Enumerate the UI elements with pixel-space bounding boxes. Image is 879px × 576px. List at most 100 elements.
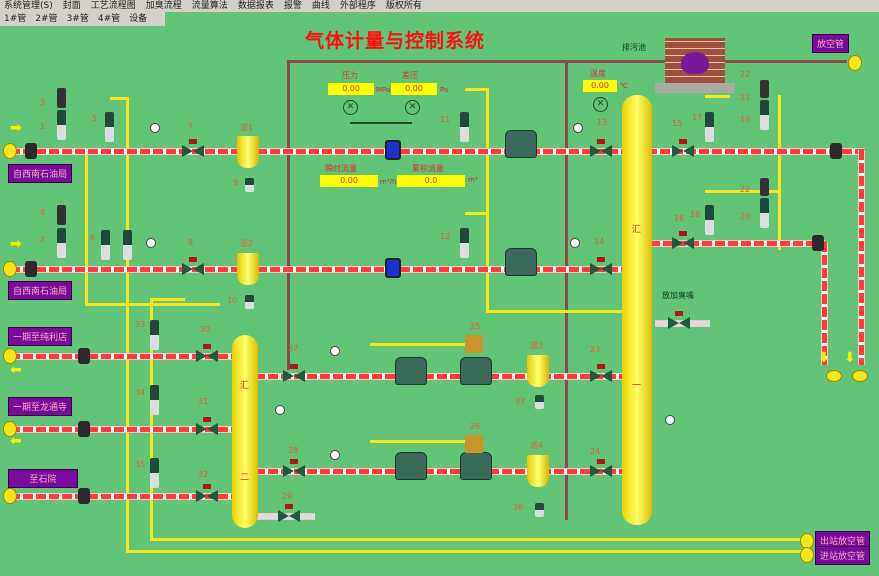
valve-19[interactable] <box>760 100 769 130</box>
valve-29[interactable] <box>278 504 300 522</box>
valve-24[interactable] <box>590 459 612 477</box>
flowmeter-1[interactable] <box>385 140 401 160</box>
filter-3-label: 滤3 <box>530 341 544 350</box>
header-2-label: 汇 <box>240 381 250 391</box>
valve-15[interactable] <box>672 139 694 157</box>
valve-32[interactable] <box>196 484 218 502</box>
menu-process[interactable]: 工艺流程图 <box>90 1 136 11</box>
valve-35[interactable] <box>150 458 159 488</box>
menu-copyright[interactable]: 版权所有 <box>385 1 422 11</box>
tab-pipe-2[interactable]: 2#管 <box>35 14 58 24</box>
label-outlet-3: 至石院 <box>8 469 78 488</box>
label-inlet-1: 自西南石油局 <box>8 164 73 183</box>
valve-34[interactable] <box>150 385 159 415</box>
valve-16[interactable] <box>672 231 694 249</box>
menu-flow-algo[interactable]: 流量算法 <box>191 1 228 11</box>
filter-2[interactable] <box>237 253 259 285</box>
inst-flow-label: 瞬时流量 <box>325 164 357 173</box>
sewage-pit[interactable] <box>665 38 725 83</box>
valve-3[interactable] <box>57 88 66 108</box>
regulator-2[interactable] <box>505 248 537 276</box>
flow-in-arrow-icon: ➡ <box>10 120 22 136</box>
cum-flow-value: 0.0 <box>397 175 465 187</box>
filter-4[interactable] <box>527 455 549 487</box>
valve-6[interactable] <box>101 230 110 260</box>
valve-31[interactable] <box>196 417 218 435</box>
vent-end-icon <box>848 55 862 71</box>
label-outlet-1: 一期至纯利店 <box>8 327 73 346</box>
valve-8[interactable] <box>182 257 204 275</box>
menu-report[interactable]: 数据报表 <box>237 1 274 11</box>
regulator-3b[interactable] <box>460 357 492 385</box>
gauge-line <box>350 122 412 124</box>
valve-33[interactable] <box>150 320 159 350</box>
menu-cover[interactable]: 封面 <box>62 1 81 11</box>
valve-11[interactable] <box>460 112 469 142</box>
menu-external[interactable]: 外部程序 <box>339 1 376 11</box>
valve-27[interactable] <box>283 364 305 382</box>
valve-30[interactable] <box>196 344 218 362</box>
label-inlet-vent: 进站放空管 <box>815 546 871 565</box>
tab-equipment[interactable]: 设备 <box>129 14 148 24</box>
valve-number: 6 <box>90 233 96 242</box>
valve-37[interactable] <box>535 395 544 409</box>
pressure-gauge-icon <box>330 450 340 460</box>
signal-line <box>465 212 487 215</box>
menu-curve[interactable]: 曲线 <box>311 1 330 11</box>
valve-18[interactable] <box>705 205 714 235</box>
diff-pressure-label: 差压 <box>402 71 418 80</box>
valve-13[interactable] <box>590 139 612 157</box>
label-vent: 放空管 <box>812 34 850 53</box>
signal-line <box>150 298 153 540</box>
tab-pipe-1[interactable]: 1#管 <box>4 14 27 24</box>
valve-28[interactable] <box>283 459 305 477</box>
tab-pipe-4[interactable]: 4#管 <box>97 14 121 24</box>
valve-36[interactable] <box>535 503 544 517</box>
signal-line <box>705 190 780 193</box>
inst-flow-unit: m³/h <box>380 178 397 186</box>
inst-flow-value: 0.00 <box>320 175 378 187</box>
cum-flow-unit: m³ <box>468 176 478 184</box>
odor-valve[interactable] <box>668 311 690 329</box>
header-vessel-2[interactable] <box>232 335 258 528</box>
valve-9[interactable] <box>245 178 254 192</box>
regulator-1[interactable] <box>505 130 537 158</box>
valve-1[interactable] <box>57 110 66 140</box>
valve-12[interactable] <box>460 228 469 258</box>
menu-odor[interactable]: 加臭流程 <box>145 1 182 11</box>
valve-20[interactable] <box>760 198 769 228</box>
menu-system[interactable]: 系统管理(S) <box>4 1 53 11</box>
valve-7[interactable] <box>182 139 204 157</box>
valve-2[interactable] <box>57 228 66 258</box>
flowmeter-2[interactable] <box>385 258 401 278</box>
sewage-icon <box>681 52 709 74</box>
valve-number: 37 <box>515 397 526 406</box>
valve-number: 30 <box>200 325 211 334</box>
sewage-base <box>655 83 735 93</box>
valve-6b[interactable] <box>123 230 132 260</box>
regulator-4[interactable] <box>395 452 427 480</box>
valve-23[interactable] <box>590 364 612 382</box>
regulator-4b[interactable] <box>460 452 492 480</box>
valve-5[interactable] <box>105 112 114 142</box>
header-vessel-1[interactable] <box>622 95 652 525</box>
valve-21[interactable] <box>760 80 769 98</box>
tab-pipe-3[interactable]: 3#管 <box>66 14 89 24</box>
filter-3[interactable] <box>527 355 549 387</box>
actuator-25[interactable] <box>465 335 483 353</box>
pressure-label: 压力 <box>342 71 358 80</box>
regulator-3[interactable] <box>395 357 427 385</box>
valve-number: 3 <box>40 98 46 107</box>
drain-line <box>565 60 568 520</box>
valve-4[interactable] <box>57 205 66 225</box>
valve-number: 16 <box>674 214 685 223</box>
valve-number: 11 <box>440 115 451 124</box>
actuator-26[interactable] <box>465 435 483 453</box>
valve-number: 5 <box>92 114 98 123</box>
valve-22[interactable] <box>760 178 769 196</box>
filter-1[interactable] <box>237 136 259 168</box>
valve-10[interactable] <box>245 295 254 309</box>
valve-17[interactable] <box>705 112 714 142</box>
menu-alarm[interactable]: 报警 <box>283 1 302 11</box>
valve-14[interactable] <box>590 257 612 275</box>
